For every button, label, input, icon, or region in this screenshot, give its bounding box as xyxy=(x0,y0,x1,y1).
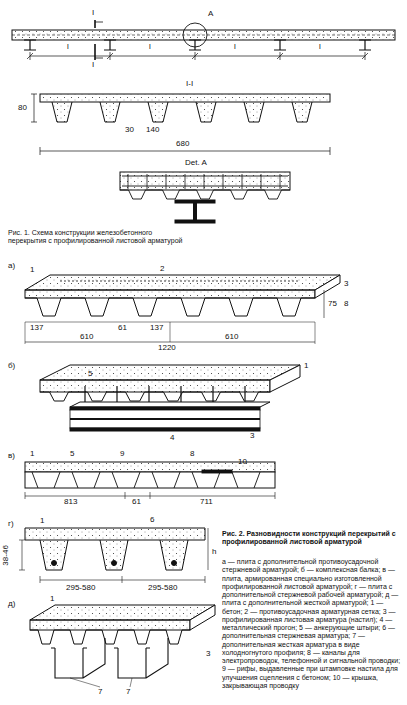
callout-number: 1 xyxy=(30,266,34,275)
dimension: 813 xyxy=(64,498,77,507)
figure-legend: а — плита с дополнительной противоусадоч… xyxy=(222,558,402,690)
span-label: l xyxy=(67,43,69,52)
span-label: l xyxy=(234,43,236,52)
dimension: 711 xyxy=(200,498,213,507)
callout-number: 5 xyxy=(70,450,74,459)
callout-number: 9 xyxy=(120,450,124,459)
dimension: 61 xyxy=(132,498,141,507)
callout-number: 7 xyxy=(98,688,102,697)
callout-number: 3 xyxy=(206,650,210,659)
dimension: 1220 xyxy=(158,344,176,353)
callout-number: 7 xyxy=(126,688,130,697)
detail-title: Det. A xyxy=(185,159,207,168)
subfigure-letter: г) xyxy=(8,520,14,529)
dimension: 295-580 xyxy=(148,584,177,593)
subfigure-letter: б) xyxy=(8,362,15,371)
dimension: 137 xyxy=(150,324,163,333)
figure-caption: Рис. 1. Схема конструкции железобетонног… xyxy=(8,229,183,246)
callout-number: 1 xyxy=(40,517,44,526)
figure-caption-heading: Рис. 2. Разновидности конструкций перекр… xyxy=(222,530,402,547)
callout-number: 1 xyxy=(30,450,34,459)
callout-number: 6 xyxy=(150,516,154,525)
callout-number: 1 xyxy=(50,595,54,604)
subfigure-letter: д) xyxy=(8,600,15,609)
callout-number: 1 xyxy=(304,362,308,371)
callout-number: 8 xyxy=(344,300,348,309)
dimension: 610 xyxy=(225,333,238,342)
span-label: l xyxy=(149,43,151,52)
detail-mark: A xyxy=(208,10,213,19)
subfigure-letter: в) xyxy=(8,452,15,461)
section-mark: I xyxy=(92,61,94,70)
section-mark: I xyxy=(92,9,94,18)
dimension: 75 xyxy=(328,300,337,309)
dimension: 30 xyxy=(125,126,134,135)
callout-number: 8 xyxy=(190,450,194,459)
dimension: 38-46 xyxy=(2,545,11,565)
subfigure-letter: а) xyxy=(8,262,15,271)
section-title: I-I xyxy=(186,80,193,89)
span-label: l xyxy=(319,43,321,52)
callout-number: 2 xyxy=(160,265,164,274)
dimension: 680 xyxy=(176,140,189,149)
dimension: 140 xyxy=(146,126,159,135)
callout-number: 10 xyxy=(238,458,247,467)
callout-number: 3 xyxy=(250,432,254,441)
dimension: 137 xyxy=(30,324,43,333)
callout-number: 3 xyxy=(344,280,348,289)
callout-number: 4 xyxy=(170,434,174,443)
dimension: 61 xyxy=(118,324,127,333)
dimension: h xyxy=(212,548,216,557)
dimension: 610 xyxy=(80,333,93,342)
callout-number: 5 xyxy=(88,370,92,379)
dimension: 80 xyxy=(18,104,27,113)
dimension: 295-580 xyxy=(66,584,95,593)
